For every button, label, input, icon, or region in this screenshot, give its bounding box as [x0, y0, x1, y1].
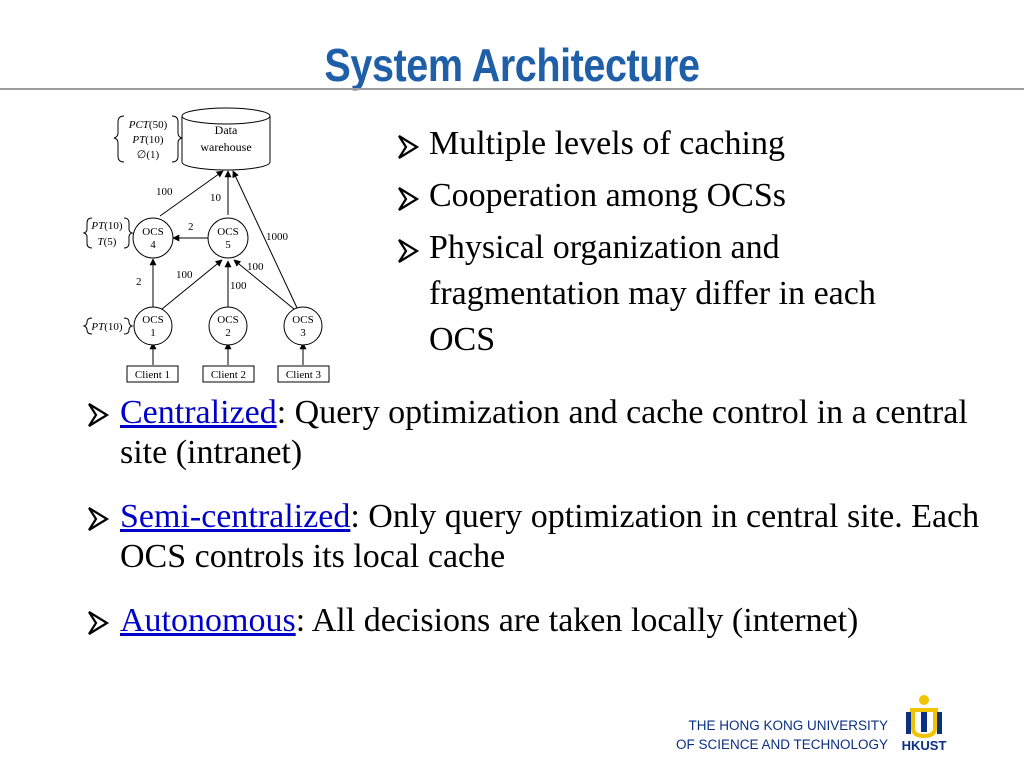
- ocs1-annotation-pt: PT(10): [90, 321, 123, 333]
- svg-text:OCS: OCS: [142, 226, 163, 238]
- svg-text:Client 3: Client 3: [286, 369, 322, 381]
- arrow-bullet-icon: [88, 507, 110, 531]
- weight-label: 100: [230, 280, 247, 292]
- weight-label: 1000: [266, 231, 289, 243]
- bullet-item: Multiple levels of caching: [396, 121, 916, 167]
- annotation-empty: ∅(1): [137, 149, 160, 161]
- ocs-node-3: OCS 3: [283, 306, 323, 346]
- ocs1-annotation: PT(10): [82, 317, 134, 335]
- bullet-text: : All decisions are taken locally (inter…: [295, 602, 859, 639]
- arrow-bullet-icon: [398, 187, 420, 211]
- svg-text:OCS: OCS: [292, 314, 313, 326]
- bullet-text: Multiple levels of caching: [429, 125, 785, 162]
- edge-ocs1-ocs5: [161, 259, 223, 310]
- hkust-logo: HKUST: [902, 695, 947, 752]
- svg-text:Client 1: Client 1: [135, 369, 170, 381]
- arrow-bullet-icon: [398, 135, 420, 159]
- arrow-bullet-icon: [398, 239, 420, 263]
- autonomous-link[interactable]: Autonomous: [120, 602, 296, 639]
- edge-ocs4-warehouse: [159, 170, 224, 217]
- edge-weights: 100 10 2 1000 2 100 100 100: [136, 186, 289, 292]
- svg-text:OCS: OCS: [142, 314, 163, 326]
- bullet-text: Cooperation among OCSs: [429, 177, 786, 214]
- svg-text:5: 5: [225, 239, 231, 251]
- arrow-bullet-icon: [88, 611, 110, 635]
- svg-text:2: 2: [225, 327, 231, 339]
- annotation-pct: PCT(50): [128, 119, 168, 131]
- svg-text:Client 2: Client 2: [211, 369, 246, 381]
- svg-text:OCS: OCS: [217, 226, 238, 238]
- slide-title: System Architecture: [324, 39, 700, 91]
- bullet-text: : Query optimization and cache control i…: [120, 394, 968, 471]
- ocs4-annotation-t: T(5): [98, 236, 117, 248]
- client-box-1: Client 1: [126, 365, 179, 383]
- title-divider: [0, 88, 1024, 90]
- logo-wordmark: HKUST: [902, 738, 947, 752]
- ocs-node-4: OCS 4: [132, 217, 174, 259]
- architecture-diagram: Data warehouse PCT(50) PT(10) ∅(1) PT(10…: [82, 107, 330, 383]
- university-name-line1: THE HONG KONG UNIVERSITY: [688, 718, 888, 733]
- ocs-node-5: OCS 5: [207, 217, 249, 259]
- bullet-text: Physical organization and fragmentation …: [429, 229, 876, 358]
- diagram-edges: [149, 170, 307, 365]
- bullet-item: Autonomous: All decisions are taken loca…: [86, 601, 996, 641]
- weight-label: 2: [136, 276, 142, 288]
- centralized-link[interactable]: Centralized: [120, 394, 277, 431]
- main-bullet-list: Centralized: Query optimization and cach…: [86, 393, 996, 665]
- warehouse-label-line2: warehouse: [200, 140, 251, 154]
- bullet-text: : Only query optimization in central sit…: [120, 498, 980, 575]
- university-name-line2: OF SCIENCE AND TECHNOLOGY: [675, 737, 888, 752]
- weight-label: 2: [188, 221, 194, 233]
- warehouse-annotation: PCT(50) PT(10) ∅(1): [113, 115, 183, 163]
- weight-label: 100: [156, 186, 173, 198]
- svg-text:OCS: OCS: [217, 314, 238, 326]
- weight-label: 10: [210, 192, 222, 204]
- ocs4-annotation: PT(10) T(5): [82, 217, 134, 249]
- bullet-item: Physical organization and fragmentation …: [396, 225, 916, 363]
- bullet-item: Semi-centralized: Only query optimizatio…: [86, 497, 996, 577]
- weight-label: 100: [176, 269, 193, 281]
- weight-label: 100: [247, 261, 264, 273]
- ocs-node-2: OCS 2: [208, 306, 248, 346]
- client-box-2: Client 2: [202, 365, 255, 383]
- edge-ocs3-ocs5: [233, 259, 295, 310]
- bullet-item: Centralized: Query optimization and cach…: [86, 393, 996, 473]
- edge-ocs3-warehouse: [232, 170, 299, 311]
- data-warehouse-node: Data warehouse: [181, 107, 271, 171]
- logo-dot-icon: [919, 695, 929, 705]
- client-box-3: Client 3: [277, 365, 330, 383]
- ocs4-annotation-pt: PT(10): [90, 220, 123, 232]
- university-name: THE HONG KONG UNIVERSITY OF SCIENCE AND …: [640, 716, 888, 754]
- svg-text:1: 1: [150, 327, 156, 339]
- top-bullet-list: Multiple levels of caching Cooperation a…: [396, 121, 916, 369]
- annotation-pt: PT(10): [131, 134, 164, 146]
- warehouse-label-line1: Data: [215, 123, 238, 137]
- svg-text:4: 4: [150, 239, 156, 251]
- svg-text:3: 3: [300, 327, 306, 339]
- semi-centralized-link[interactable]: Semi-centralized: [120, 498, 351, 535]
- ocs-node-1: OCS 1: [133, 306, 173, 346]
- bullet-item: Cooperation among OCSs: [396, 173, 916, 219]
- arrow-bullet-icon: [88, 403, 110, 427]
